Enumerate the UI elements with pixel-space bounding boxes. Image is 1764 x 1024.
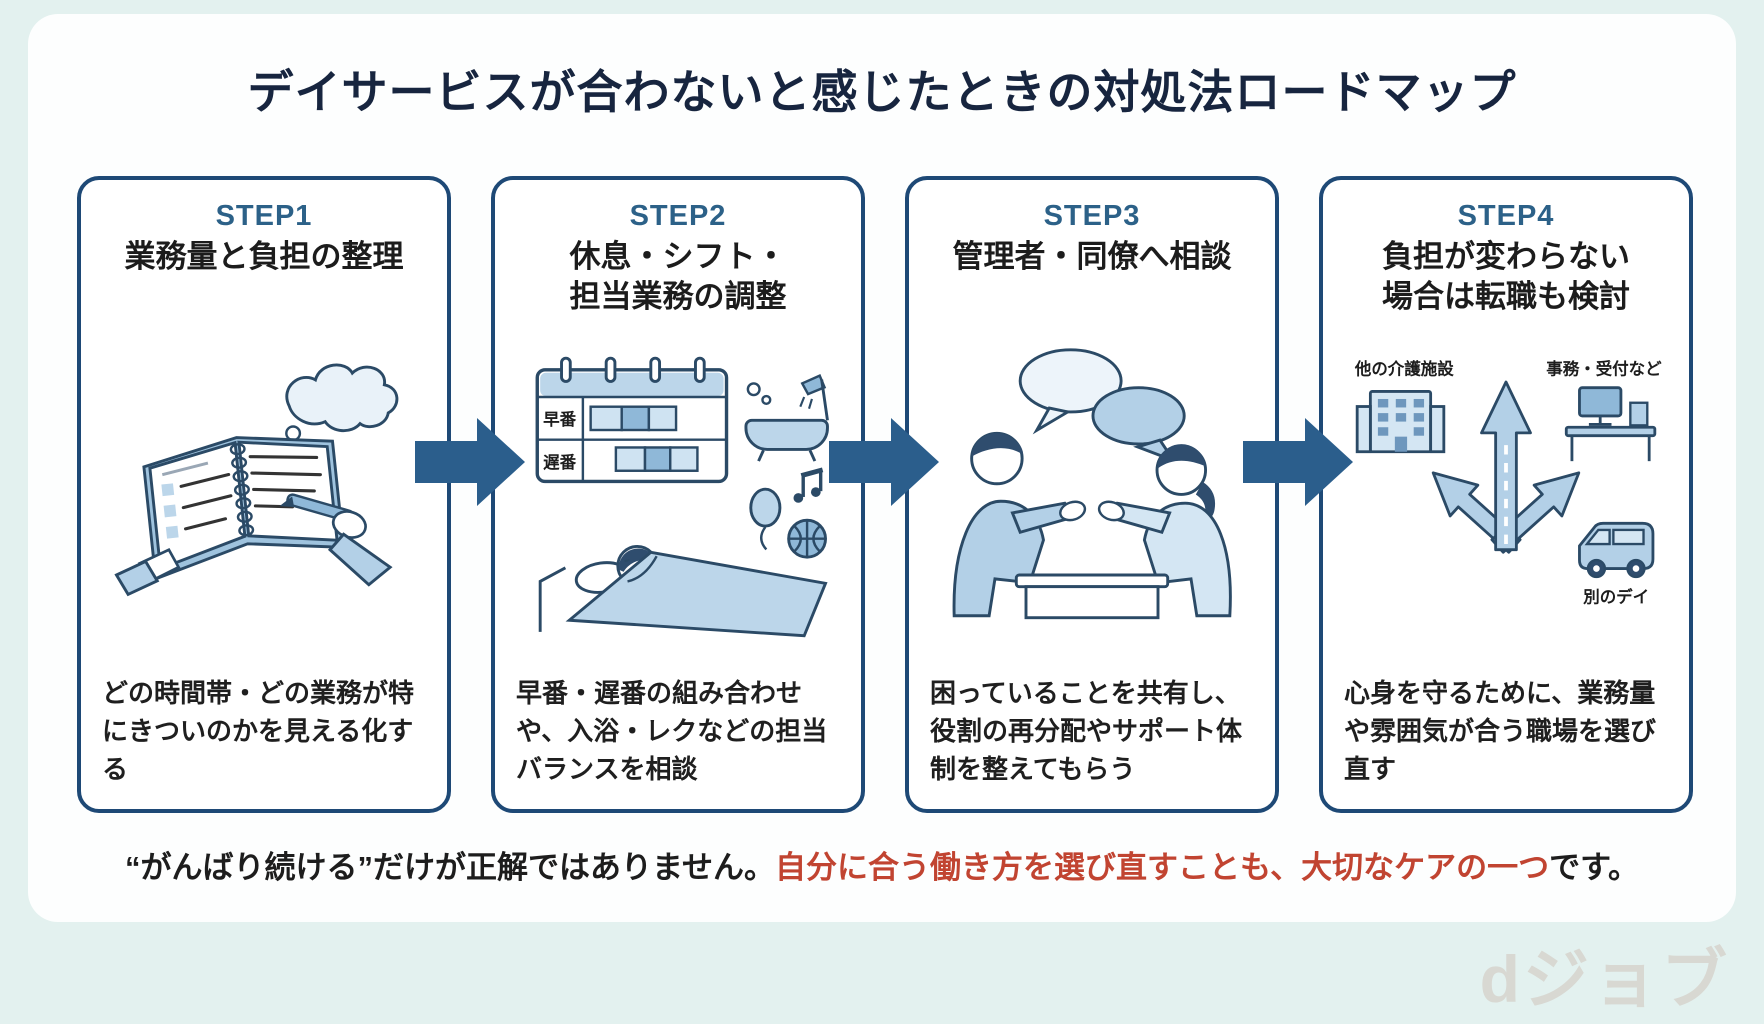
- career-paths-icon: 他の介護施設 事務・受付など: [1354, 359, 1662, 606]
- step3-title-line1: 管理者・同僚へ相談: [952, 239, 1232, 274]
- early-shift-label: 早番: [543, 410, 577, 429]
- option-other-dayservice-label: 別のデイ: [1582, 587, 1649, 606]
- step-card-3: STEP3 管理者・同僚へ相談: [905, 176, 1279, 813]
- step-card-1: STEP1 業務量と負担の整理: [77, 176, 451, 813]
- flow-arrow-2-icon: [829, 418, 939, 506]
- step1-title-line1: 業務量と負担の整理: [124, 239, 404, 274]
- option-office-label: 事務・受付など: [1546, 359, 1662, 378]
- option-facility-label: 他の介護施設: [1354, 359, 1454, 378]
- step1-label: STEP1: [215, 200, 313, 232]
- step2-description: 早番・遅番の組み合わせや、入浴・レクなどの担当バランスを相談: [516, 678, 828, 785]
- late-shift-label: 遅番: [543, 453, 577, 472]
- notebook-writing-icon: [114, 363, 399, 597]
- conversation-icon: [952, 348, 1232, 620]
- table-icon: [1014, 573, 1170, 620]
- step1-illustration: [81, 277, 447, 675]
- step2-label: STEP2: [629, 200, 727, 232]
- flow-arrow-3-icon: [1243, 418, 1353, 506]
- step-card-2: STEP2 休息・シフト・ 担当業務の調整 早番 遅番: [491, 176, 865, 813]
- step4-title-line1: 負担が変わらない: [1382, 239, 1630, 274]
- step3-illustration: [909, 277, 1275, 675]
- flow-arrow-1-icon: [415, 418, 525, 506]
- step4-description: 心身を守るために、業務量や雰囲気が合う職場を選び直す: [1344, 678, 1657, 785]
- supporting-hand-icon: [114, 547, 181, 597]
- footer-note: “がんばり続ける”だけが正解ではありません。自分に合う働き方を選び直すことも、大…: [0, 842, 1764, 887]
- care-facility-building-icon: [1355, 389, 1446, 453]
- steps-row: STEP1 業務量と負担の整理: [77, 176, 1693, 813]
- step-card-4: STEP4 負担が変わらない 場合は転職も検討 他の介護施設 事務・受付など: [1319, 176, 1693, 813]
- footer-note-black-2: です。: [1549, 850, 1640, 885]
- djob-logo: dジョブ: [1479, 942, 1730, 1016]
- step3-label: STEP3: [1043, 200, 1141, 232]
- step2-title-line2: 担当業務の調整: [569, 278, 787, 314]
- step2-illustration: 早番 遅番: [495, 316, 861, 675]
- step3-title: 管理者・同僚へ相談: [953, 237, 1232, 277]
- shift-rest-icon: 早番 遅番: [535, 356, 829, 638]
- shift-calendar-icon: 早番 遅番: [535, 356, 729, 483]
- office-desk-icon: [1564, 385, 1657, 461]
- footer-note-black-1: “がんばり続ける”だけが正解ではありません。: [124, 850, 776, 885]
- footer-note-red: 自分に合う働き方を選び直すことも、大切なケアの一つ: [775, 850, 1550, 885]
- resting-person-icon: [538, 544, 828, 638]
- day-service-van-icon: [1578, 521, 1655, 578]
- step4-illustration: 他の介護施設 事務・受付など: [1323, 316, 1689, 675]
- left-person-icon: [952, 431, 1087, 618]
- step1-title: 業務量と負担の整理: [125, 237, 404, 277]
- speech-bubbles-icon: [1018, 348, 1186, 464]
- step4-title: 負担が変わらない 場合は転職も検討: [1382, 237, 1630, 316]
- page-title: デイサービスが合わないと感じたときの対処法ロードマップ: [247, 66, 1517, 118]
- hand-with-pen-icon: [279, 493, 393, 587]
- recreation-icons: [749, 467, 827, 559]
- step1-description: どの時間帯・どの業務が特にきついのかを見える化する: [102, 678, 415, 785]
- step2-title-line1: 休息・シフト・: [569, 239, 787, 274]
- step2-title: 休息・シフト・ 担当業務の調整: [570, 237, 787, 316]
- step4-label: STEP4: [1457, 200, 1555, 232]
- bathtub-icon: [744, 373, 829, 462]
- right-person-icon: [1097, 444, 1232, 618]
- step3-description: 困っていることを共有し、役割の再分配やサポート体制を整えてもらう: [930, 678, 1243, 785]
- step4-title-line2: 場合は転職も検討: [1382, 278, 1630, 314]
